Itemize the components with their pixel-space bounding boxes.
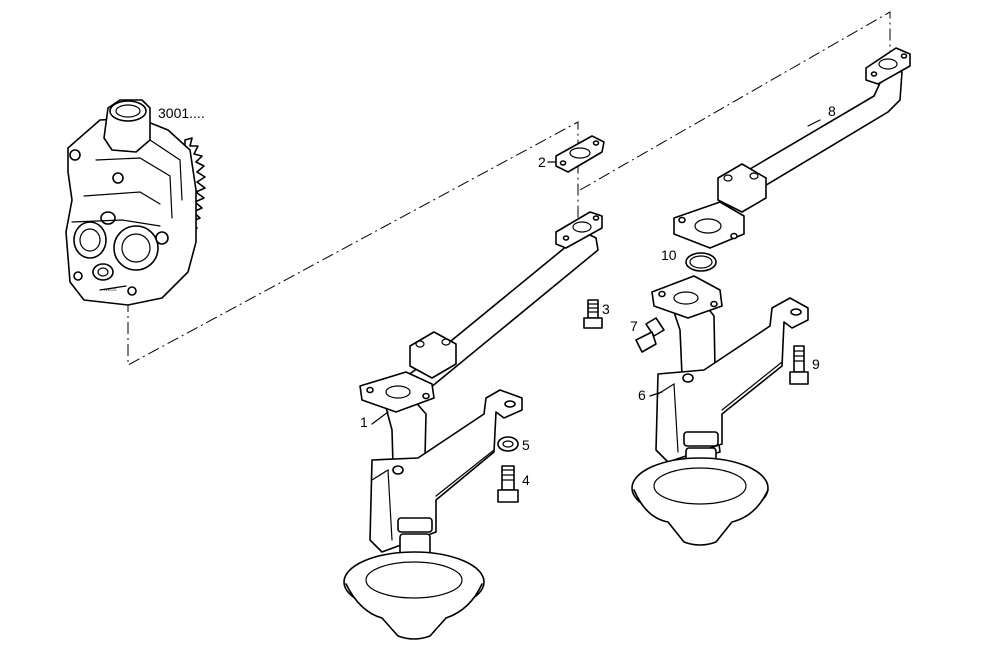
leader-lines	[371, 119, 821, 425]
label-2: 2	[538, 154, 546, 170]
bolt-part-9	[789, 345, 809, 385]
label-5: 5	[522, 437, 530, 453]
pump-stamp-text: IVECO	[104, 287, 116, 292]
assembly-centerlines	[127, 11, 891, 366]
label-1: 1	[360, 414, 368, 430]
label-10: 10	[661, 247, 677, 263]
label-3: 3	[602, 301, 610, 317]
label-3001: 3001....	[158, 105, 205, 121]
bolt-part-7	[635, 317, 665, 353]
label-4: 4	[522, 472, 530, 488]
label-6: 6	[638, 387, 646, 403]
delivery-pipe-part-8	[673, 47, 911, 249]
bolt-part-3	[583, 299, 603, 329]
suction-pipe-part-1	[343, 211, 603, 640]
oring-part-10	[685, 252, 717, 272]
gasket-part-2	[555, 135, 605, 173]
bolt-part-4	[497, 465, 519, 503]
suction-pipe-part-6	[631, 275, 809, 546]
label-9: 9	[812, 356, 820, 372]
oil-pump-assembly: IVECO	[65, 99, 206, 306]
label-7: 7	[630, 318, 638, 334]
washer-part-5	[497, 436, 519, 452]
label-8: 8	[828, 103, 836, 119]
part-labels: 3001.... 1 2 3 4 5 6 7 8 9 10	[158, 103, 836, 488]
